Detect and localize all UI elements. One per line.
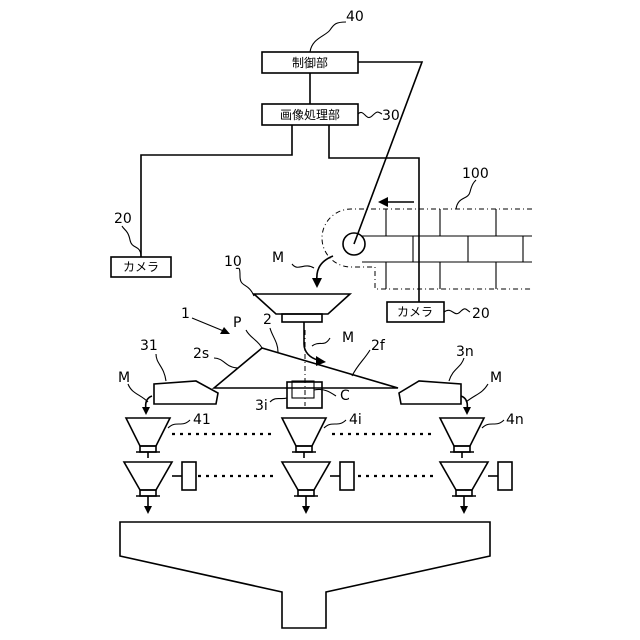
right-outlet-arrowhead [463, 407, 471, 415]
feeder-right-3n [399, 381, 461, 404]
article-fall-line [304, 322, 318, 360]
P-label: P [233, 315, 241, 331]
ref-20-left: 20 [114, 211, 132, 227]
ref-41-leader [168, 420, 190, 428]
ref-4i-leader [324, 420, 346, 428]
ref-1: 1 [181, 306, 190, 322]
ref-100-leader [456, 180, 476, 209]
ref-3n-leader [449, 358, 464, 381]
ref-3i-leader [270, 398, 287, 402]
ref-40: 40 [346, 9, 364, 25]
ref-10-leader [236, 268, 254, 296]
ref-40-leader [310, 22, 346, 52]
ref-4i: 4i [349, 412, 362, 428]
chute-hopper [254, 294, 350, 314]
M-drop-leader [312, 338, 330, 346]
ref-1-leader [192, 318, 226, 332]
pool-hopper-4i [282, 418, 326, 452]
ref-41: 41 [193, 412, 211, 428]
weighing-hopper-center [282, 462, 354, 514]
center-weighing-inner [292, 381, 314, 398]
ref-20-left-leader [122, 226, 141, 257]
conveyor-direction-arrowhead [378, 197, 388, 207]
M-chute-leader [292, 264, 314, 268]
ref-2: 2 [263, 312, 272, 328]
M-chute: M [272, 250, 284, 266]
ref-30-leader [358, 112, 382, 118]
ref-20-right: 20 [472, 306, 490, 322]
ref-2-leader [270, 328, 278, 352]
right-camera-label: カメラ [397, 305, 433, 319]
C-label: C [340, 388, 350, 404]
image-to-right-camera-line [329, 125, 419, 302]
ref-2s-leader [214, 358, 238, 368]
M-right-leader [466, 384, 488, 402]
weighing-hopper-left [124, 462, 196, 514]
conveyor-bricks [362, 209, 532, 289]
ref-2f: 2f [371, 338, 386, 354]
ref-30: 30 [382, 108, 400, 124]
ref-2s: 2s [193, 346, 209, 362]
ref-31-leader [156, 354, 166, 381]
P-leader [246, 330, 262, 348]
C-leader [314, 389, 336, 396]
article-drop-arrowhead [312, 278, 322, 288]
left-outlet-arrowhead [142, 407, 150, 415]
ref-4n: 4n [506, 412, 524, 428]
pool-hopper-4n [440, 418, 484, 452]
collecting-chute [120, 522, 490, 628]
ref-31: 31 [140, 338, 158, 354]
M-drop: M [342, 330, 354, 346]
ref-4n-leader [482, 420, 504, 428]
weighing-hopper-right [440, 462, 512, 514]
feeder-left-31 [154, 381, 218, 404]
ref-3i: 3i [255, 398, 268, 414]
pool-hopper-41 [126, 418, 170, 452]
M-left-leader [128, 384, 148, 402]
ref-3n: 3n [456, 344, 474, 360]
control-unit-label: 制御部 [292, 55, 328, 70]
ref-10: 10 [224, 254, 242, 270]
ref-2f-leader [352, 350, 370, 376]
left-camera-label: カメラ [123, 260, 159, 274]
M-right: M [490, 370, 502, 386]
image-processing-label: 画像処理部 [280, 107, 340, 122]
ref-20-right-leader [444, 309, 470, 314]
ref-100: 100 [462, 166, 489, 182]
chute-gate [282, 314, 322, 322]
conveyor-belt-outline [322, 209, 532, 289]
image-to-left-camera-line [141, 125, 292, 257]
control-to-conveyor-line [354, 62, 422, 244]
M-left: M [118, 370, 130, 386]
